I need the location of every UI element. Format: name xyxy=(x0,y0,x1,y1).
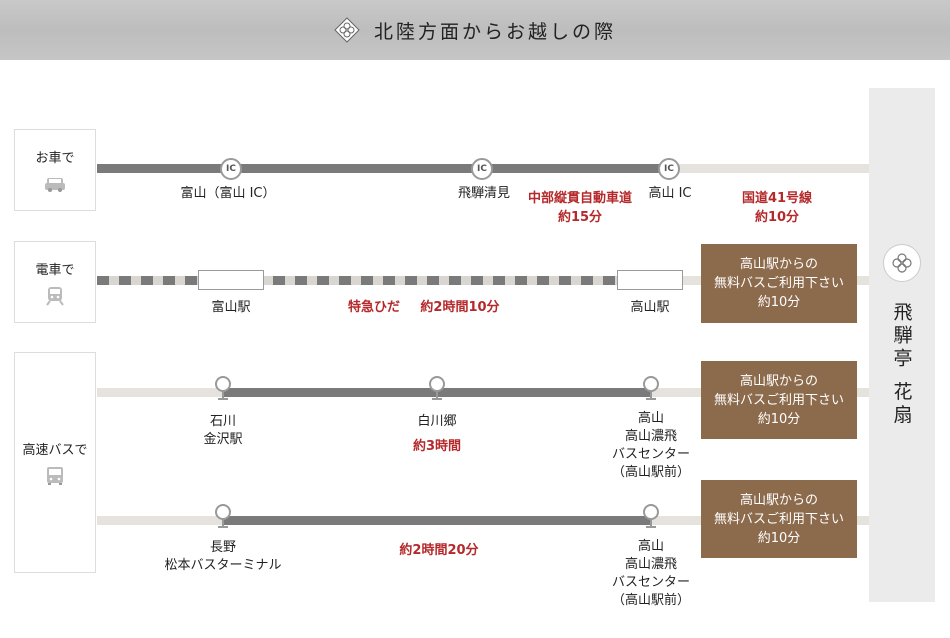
mode-label-car: お車で xyxy=(14,129,96,211)
ic-marker-icon: IC xyxy=(471,158,493,180)
car-stop-takayama-ic: 高山 IC xyxy=(648,186,692,201)
free-bus-note-time: 約10分 xyxy=(757,530,801,546)
train-icon xyxy=(46,286,64,306)
flower-emblem-icon xyxy=(334,17,360,43)
bus1-dest-line2: 高山濃飛 xyxy=(624,429,677,444)
car-expressway-name: 中部縦貫自動車道 xyxy=(527,191,632,206)
bus1-line-start xyxy=(97,388,223,397)
free-bus-note-line2: 無料バスご利用下さい xyxy=(713,276,844,291)
free-bus-note-line1: 高山駅からの xyxy=(739,373,818,389)
free-bus-note-line2: 無料バスご利用下さい xyxy=(713,511,844,527)
ic-marker-icon: IC xyxy=(658,158,680,180)
bus2-line-start xyxy=(97,516,223,525)
bus2-dest-line4: （高山駅前） xyxy=(611,593,690,608)
bus1-dest-line4: （高山駅前） xyxy=(611,465,690,480)
free-bus-note-line1: 高山駅からの xyxy=(739,257,818,272)
station-marker-takayama xyxy=(617,270,683,290)
bus2-dest-line3: バスセンター xyxy=(611,575,690,590)
car-route41-name: 国道41号線 xyxy=(741,191,813,206)
bus2-travel-time: 約2時間20分 xyxy=(399,543,479,558)
car-expressway-line xyxy=(97,164,671,173)
car-stop-hida-kiyomi: 飛騨清見 xyxy=(457,186,510,201)
car-expressway-time: 約15分 xyxy=(557,210,603,225)
mode-label-text: 高速バスで xyxy=(22,443,88,458)
bus2-dest-line2: 高山濃飛 xyxy=(624,557,677,572)
train-rail-line xyxy=(97,276,682,285)
station-marker-toyama xyxy=(198,270,264,290)
train-station-takayama: 高山駅 xyxy=(630,300,670,315)
car-route41-line xyxy=(671,164,869,173)
ic-marker-icon: IC xyxy=(220,158,242,180)
bus2-origin-line1: 長野 xyxy=(209,540,236,555)
mode-label-text: お車で xyxy=(35,150,75,166)
mode-label-bus: 高速バスで xyxy=(14,352,96,573)
free-bus-note: 高山駅からの 無料バスご利用下さい 約10分 xyxy=(701,480,857,558)
bus2-dest-line1: 高山 xyxy=(637,539,664,554)
car-route41-time: 約10分 xyxy=(754,210,800,225)
free-bus-note-line2: 無料バスご利用下さい xyxy=(713,392,844,408)
bus-stop-pin-icon xyxy=(643,376,659,400)
bus-stop-pin-icon xyxy=(429,376,445,400)
train-station-toyama: 富山駅 xyxy=(211,300,251,315)
flower-emblem-icon xyxy=(883,244,921,282)
car-icon xyxy=(45,177,65,192)
train-service-name: 特急ひだ xyxy=(347,300,400,315)
car-stop-toyama: 富山（富山 IC） xyxy=(180,186,276,201)
bus1-dest-line3: バスセンター xyxy=(611,447,690,462)
destination-bar: 飛騨亭 花扇 xyxy=(869,88,935,602)
section-header: 北陸方面からお越しの際 xyxy=(0,0,950,60)
mode-label-train: 電車で xyxy=(14,241,96,323)
destination-name: 飛騨亭 花扇 xyxy=(890,302,913,428)
free-bus-note: 高山駅からの 無料バスご利用下さい 約10分 xyxy=(701,244,857,323)
bus1-via: 白川郷 xyxy=(417,414,457,429)
bus1-travel-time: 約3時間 xyxy=(412,439,462,454)
bus2-origin-line2: 松本バスターミナル xyxy=(164,558,282,573)
bus-stop-pin-icon xyxy=(643,504,659,528)
bus1-origin-line2: 金沢駅 xyxy=(203,432,243,447)
bus1-dest-line1: 高山 xyxy=(637,411,664,426)
section-title: 北陸方面からお越しの際 xyxy=(373,20,616,43)
bus1-origin-line1: 石川 xyxy=(209,414,236,429)
mode-label-text: 電車で xyxy=(35,262,75,278)
bus-stop-pin-icon xyxy=(215,376,231,400)
free-bus-note-time: 約10分 xyxy=(757,295,801,310)
free-bus-note-time: 約10分 xyxy=(757,411,801,427)
free-bus-note-line1: 高山駅からの xyxy=(739,492,818,508)
train-travel-time: 約2時間10分 xyxy=(420,300,500,315)
free-bus-note: 高山駅からの 無料バスご利用下さい 約10分 xyxy=(701,361,857,439)
bus-stop-pin-icon xyxy=(215,504,231,528)
bus-icon xyxy=(47,467,63,485)
bus2-line-main xyxy=(223,516,651,525)
